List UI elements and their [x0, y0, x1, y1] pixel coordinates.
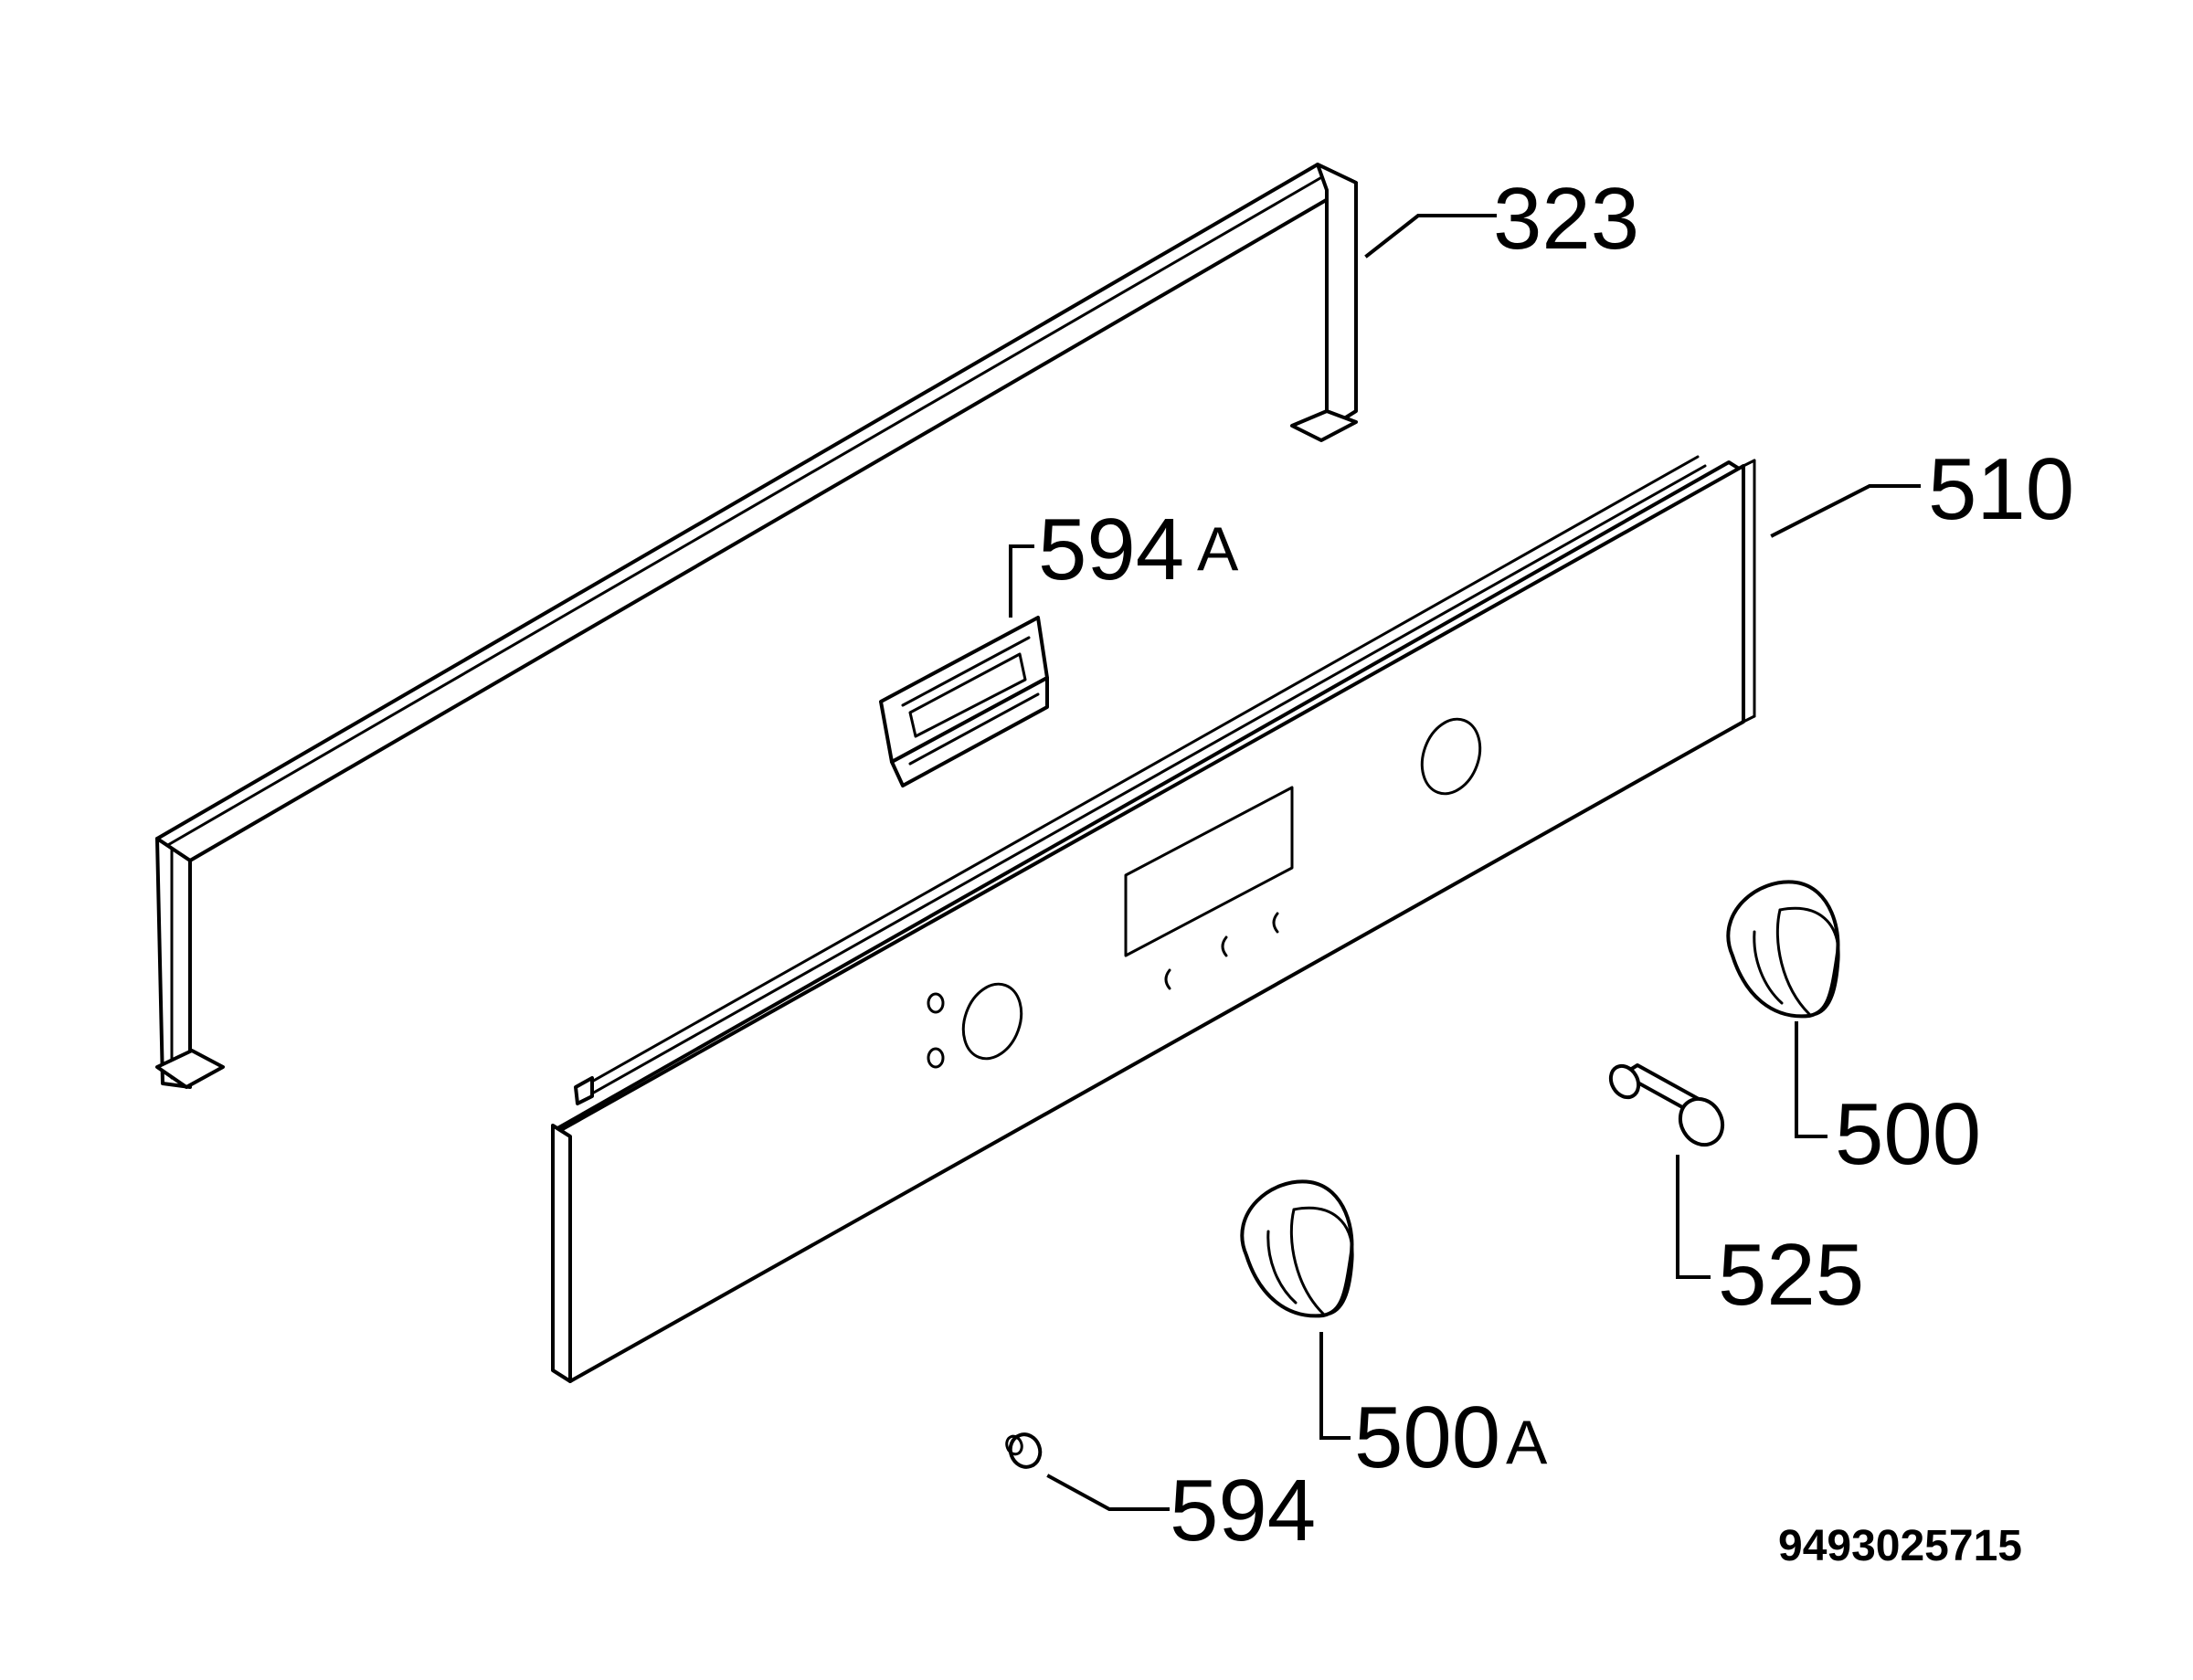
- drawing-number: 9493025715: [1778, 1522, 2022, 1570]
- label-510: 510: [1928, 440, 2074, 538]
- label-594: 594: [1170, 1462, 1316, 1559]
- part-500a-knob: [1240, 1179, 1354, 1318]
- part-323-bracket: [155, 163, 1358, 1089]
- label-500a-suffix: A: [1506, 1408, 1548, 1477]
- label-500a-number: 500: [1354, 1389, 1500, 1486]
- label-594a-number: 594: [1038, 501, 1184, 598]
- label-500: 500: [1835, 1085, 1981, 1183]
- part-510-control-panel: [551, 455, 1756, 1383]
- part-594a-clip: [879, 616, 1049, 787]
- label-594a-suffix: A: [1197, 514, 1239, 584]
- part-594-plug: [1005, 1432, 1043, 1469]
- label-323: 323: [1493, 170, 1639, 268]
- leader-lines: [1009, 214, 1921, 1511]
- part-525-pin: [1608, 1063, 1725, 1147]
- label-525: 525: [1718, 1226, 1864, 1324]
- part-500-knob: [1726, 880, 1840, 1019]
